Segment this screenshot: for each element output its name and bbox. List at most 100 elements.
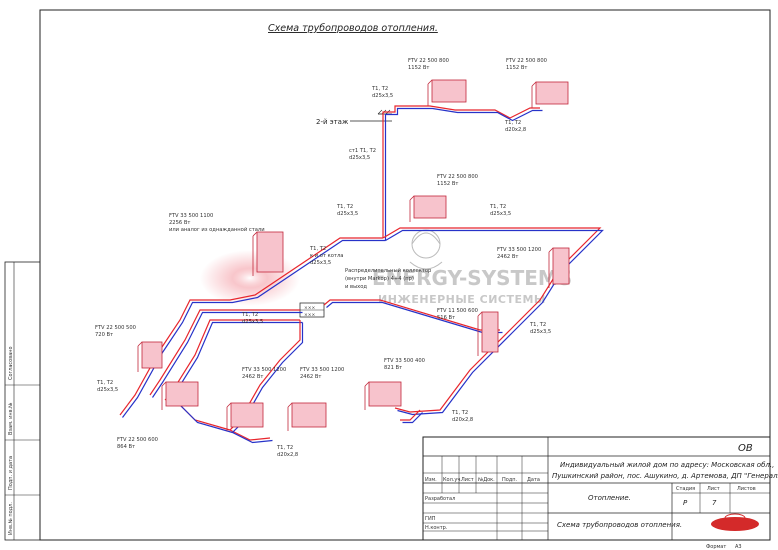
pipe-code: T1, T2 <box>371 86 388 92</box>
stamp-stage-label: Стадия <box>676 486 695 492</box>
radiator-model: FTV 22 500 800 <box>437 174 478 180</box>
radiator-model: FTV 33 500 1200 <box>300 367 344 373</box>
radiator-model: FTV 22 500 800 <box>506 58 547 64</box>
pipe-diameter: d20х2,8 <box>277 452 298 458</box>
watermark-worker-icon <box>409 229 443 270</box>
return-pipe <box>326 301 503 334</box>
pipe-code: T1, T2 <box>241 312 258 318</box>
radiator-model: FTV 33 500 1200 <box>242 367 286 373</box>
radiator-power: 1152 Вт <box>408 65 429 71</box>
pipe-code: T1, T2 <box>309 246 326 252</box>
radiator <box>427 79 467 106</box>
radiator-power: 821 Вт <box>384 365 402 371</box>
diagram-title: Схема трубопроводов отопления. <box>268 23 438 34</box>
radiator-power: 2256 Вт <box>169 220 190 226</box>
stamp-col-list: Лист <box>461 477 474 483</box>
company-logo <box>711 513 759 531</box>
stamp-project-line1: Индивидуальный жилой дом по адресу: Моск… <box>560 461 774 469</box>
side-stamp: Инв.№ подл. Подп. и дата Взам. инв.№ Сог… <box>4 261 41 541</box>
stamp-col-kol: Кол.уч. <box>443 477 462 483</box>
pipe-diameter: к и от котла <box>310 253 343 259</box>
radiator-model: FTV 33 500 1100 <box>169 213 213 219</box>
floor-marker: 2-й этаж <box>316 109 392 126</box>
stamp-col-izm: Изм. <box>425 477 437 483</box>
stamp-role-gip: ГИП <box>425 516 436 522</box>
radiator-note: или аналог из однажданной стали <box>169 226 265 233</box>
radiator-model: FTV 22 500 500 <box>95 325 136 331</box>
supply-pipe <box>149 309 300 396</box>
stamp-stage: Р <box>683 499 688 507</box>
pipe-diameter: d25х3,5 <box>242 319 263 325</box>
supply-pipe <box>382 105 540 120</box>
pipe-diameter: d25х3,5 <box>490 211 511 217</box>
stamp-col-doc: №Док. <box>478 477 495 483</box>
pipe-diameter: d20х2,8 <box>505 127 526 133</box>
radiator-model: FTV 33 500 400 <box>384 358 425 364</box>
pipe-code: T1, T2 <box>529 322 546 328</box>
radiator-power: 2462 Вт <box>497 254 518 260</box>
return-pipe <box>177 402 233 434</box>
pipe-code: ст1 T1, T2 <box>349 148 376 154</box>
radiator-model: FTV 33 500 1200 <box>497 247 541 253</box>
radiator <box>161 381 199 410</box>
radiator-power: 2462 Вт <box>242 374 263 380</box>
radiator-power: 516 Вт <box>437 315 455 321</box>
radiator <box>477 311 499 356</box>
radiator <box>252 231 284 276</box>
pipe-diameter: d20х2,8 <box>452 417 473 423</box>
pipe-code: T1, T2 <box>336 204 353 210</box>
stamp-sheet: 7 <box>712 499 717 507</box>
stamp-code: ОВ <box>738 443 753 454</box>
radiator-model: FTV 22 500 800 <box>408 58 449 64</box>
pipe-diameter: d25х3,5 <box>97 387 118 393</box>
radiator-power: 1152 Вт <box>437 181 458 187</box>
radiator-group <box>137 79 570 431</box>
watermark-line2: ИНЖЕНЕРНЫЕ СИСТЕМЫ <box>378 293 546 306</box>
stamp-format-label: Формат <box>706 544 726 550</box>
radiator <box>226 402 264 431</box>
pipe-diameter: d25х3,5 <box>530 329 551 335</box>
stamp-format: А3 <box>735 544 742 550</box>
pipe-code: T1, T2 <box>504 120 521 126</box>
stamp-sheet-title: Схема трубопроводов отопления. <box>557 521 682 529</box>
pipe-code: T1, T2 <box>96 380 113 386</box>
return-pipe <box>385 229 604 416</box>
pipe-code: T1, T2 <box>489 204 506 210</box>
return-pipe <box>384 107 543 123</box>
stamp-section: Отопление. <box>588 494 631 502</box>
supply-pipe <box>382 227 602 413</box>
watermark-line1: ENERGY-SYSTEMS <box>372 266 572 290</box>
radiator-power: 864 Вт <box>117 444 135 450</box>
pipe-code: T1, T2 <box>451 410 468 416</box>
watermark-glow <box>200 250 300 306</box>
radiator <box>287 402 327 431</box>
stamp-role-control: Н.контр. <box>425 525 448 531</box>
return-pipe <box>122 239 386 418</box>
title-block: ОВ Индивидуальный жилой дом по адресу: М… <box>422 436 778 550</box>
radiator <box>409 195 447 222</box>
radiator <box>364 381 402 410</box>
radiator-model: FTV 22 500 600 <box>117 437 158 443</box>
collector-line2: (внутри Markop) 4+4 (пр) <box>345 276 414 282</box>
stamp-sheets-label: Листов <box>737 486 756 492</box>
supply-pipe <box>119 237 383 416</box>
collector-line1: Распределительный коллектор <box>345 267 432 274</box>
return-pipe <box>152 311 303 398</box>
radiator <box>531 81 569 108</box>
radiator-model: FTV 11 500 600 <box>437 308 478 314</box>
side-stamp-sign: Подп. и дата <box>8 456 14 490</box>
radiator <box>137 341 163 372</box>
floor-label: 2-й этаж <box>316 118 349 126</box>
pipe-code: T1, T2 <box>276 445 293 451</box>
pipe-diameter: d25х3,5 <box>372 93 393 99</box>
radiator-power: 2462 Вт <box>300 374 321 380</box>
radiator-power: 1152 Вт <box>506 65 527 71</box>
pipe-diameter: d25х3,5 <box>349 155 370 161</box>
return-pipe <box>402 412 423 424</box>
collector: ××× ××× Распределительный коллектор (вну… <box>299 267 432 318</box>
collector-line3: и выход <box>345 284 367 290</box>
side-stamp-approved: Согласовано <box>8 346 14 380</box>
side-stamp-inv: Инв.№ подл. <box>8 502 14 535</box>
